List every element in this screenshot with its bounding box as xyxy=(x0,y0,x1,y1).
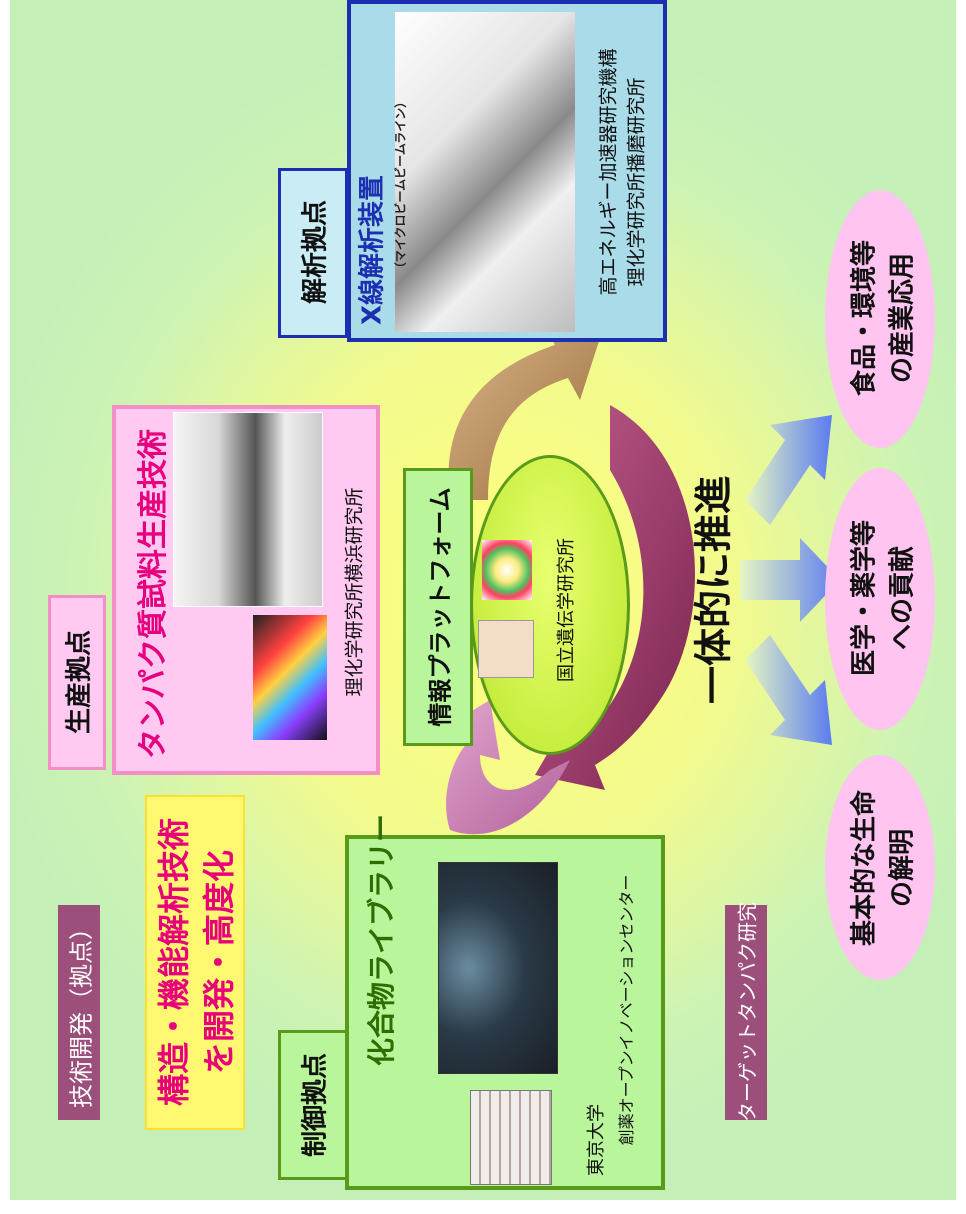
info-tag xyxy=(403,468,473,746)
outcome-pill-industry xyxy=(825,190,935,448)
diagram-canvas: 技術開発（拠点） 構造・機能解析技術 を開発・高度化 生産拠点 制御拠点 タンパ… xyxy=(10,0,956,1200)
control-org-line1: 東京大学 xyxy=(586,1104,607,1176)
tech-dev-text: 技術開発（拠点） xyxy=(67,916,96,1108)
production-photo xyxy=(173,412,323,607)
outcome-basic-line2: の解明 xyxy=(887,828,918,908)
control-tag-text: 制御拠点 xyxy=(300,1052,331,1158)
outcome-arrow-left xyxy=(745,635,832,745)
analysis-title: X線解析装置 xyxy=(357,174,388,326)
protein-structure-image xyxy=(482,540,532,600)
info-org: 国立遺伝学研究所 xyxy=(556,538,577,682)
cycle-arrows xyxy=(440,325,840,835)
analysis-tag xyxy=(278,168,348,338)
analysis-org-line1: 高エネルギー加速器研究機構 xyxy=(597,48,620,296)
production-tag-text: 生産拠点 xyxy=(64,629,95,735)
tech-dev-label xyxy=(58,905,100,1120)
outcome-industry-line2: の産業応用 xyxy=(887,252,918,384)
outcome-arrow-middle xyxy=(740,538,840,622)
outcome-basic-line1: 基本的な生命 xyxy=(849,789,880,947)
target-research-label xyxy=(725,905,767,1120)
advance-line1: 構造・機能解析技術 xyxy=(155,817,193,1107)
library-photo xyxy=(438,862,558,1074)
tan-cycle-arrow xyxy=(448,325,600,500)
analysis-org-line2: 理化学研究所播磨研究所 xyxy=(625,77,648,287)
analysis-subtitle: （マイクロビームビームライン） xyxy=(393,95,408,275)
magenta-cycle-arrow xyxy=(535,405,695,790)
info-ellipse xyxy=(470,455,630,755)
production-tag xyxy=(48,595,106,770)
outcome-pill-medical xyxy=(825,468,935,730)
outcome-industry-line1: 食品・環境等 xyxy=(849,239,880,397)
production-title: タンパク質試料生産技術 xyxy=(136,429,171,759)
control-title: 化合物ライブラリー xyxy=(365,813,398,1067)
crystal-photo xyxy=(253,615,327,740)
info-tag-text: 情報プラットフォーム xyxy=(426,487,455,727)
outcome-pill-basic xyxy=(825,755,935,980)
plate-photo xyxy=(470,1090,552,1185)
control-org-line2: 創薬オープンイノベーションセンター xyxy=(617,874,636,1146)
outcome-medical-line1: 医学・薬学等 xyxy=(849,519,880,677)
production-org: 理化学研究所横浜研究所 xyxy=(343,487,366,697)
advance-line2: を開発・高度化 xyxy=(200,849,238,1075)
outcome-medical-line2: への貢献 xyxy=(887,545,918,651)
beamline-photo xyxy=(395,12,575,332)
analysis-tag-text: 解析拠点 xyxy=(300,199,331,305)
network-image xyxy=(478,620,534,678)
advance-box xyxy=(145,795,245,1130)
outcome-arrow-right xyxy=(745,415,832,525)
target-research-text: ターゲットタンパク研究 xyxy=(735,902,760,1122)
promote-text: 一体的に推進 xyxy=(691,475,736,705)
